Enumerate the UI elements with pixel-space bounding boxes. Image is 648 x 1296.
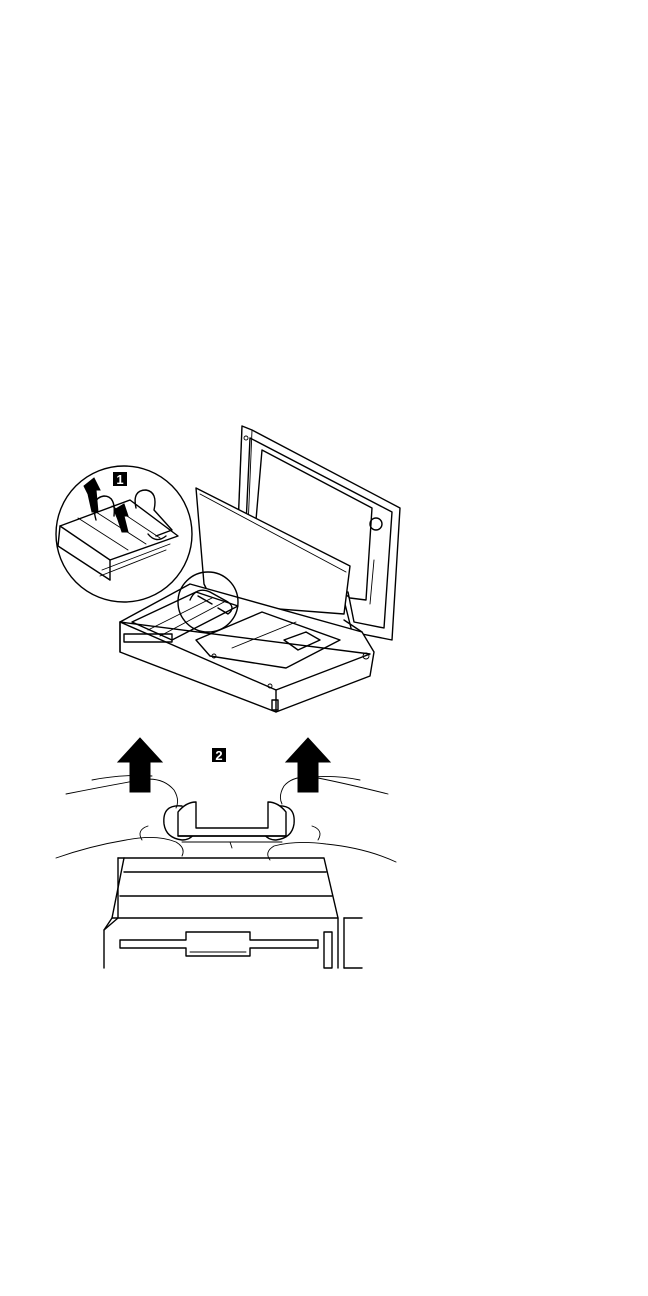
callout-2-label: 2	[212, 748, 226, 763]
magnified-detail	[56, 466, 192, 602]
computer-illustration: 1	[56, 426, 400, 712]
card-handle	[178, 802, 286, 848]
callout-2-text: 2	[215, 748, 222, 763]
hands	[56, 776, 396, 863]
lift-arrow-right	[286, 738, 330, 792]
computer-front	[104, 858, 362, 968]
lift-arrow-left	[118, 738, 162, 792]
callout-1-label: 1	[113, 472, 127, 487]
callout-1-text: 1	[116, 472, 123, 487]
card-removal-illustration: 2	[56, 738, 396, 968]
